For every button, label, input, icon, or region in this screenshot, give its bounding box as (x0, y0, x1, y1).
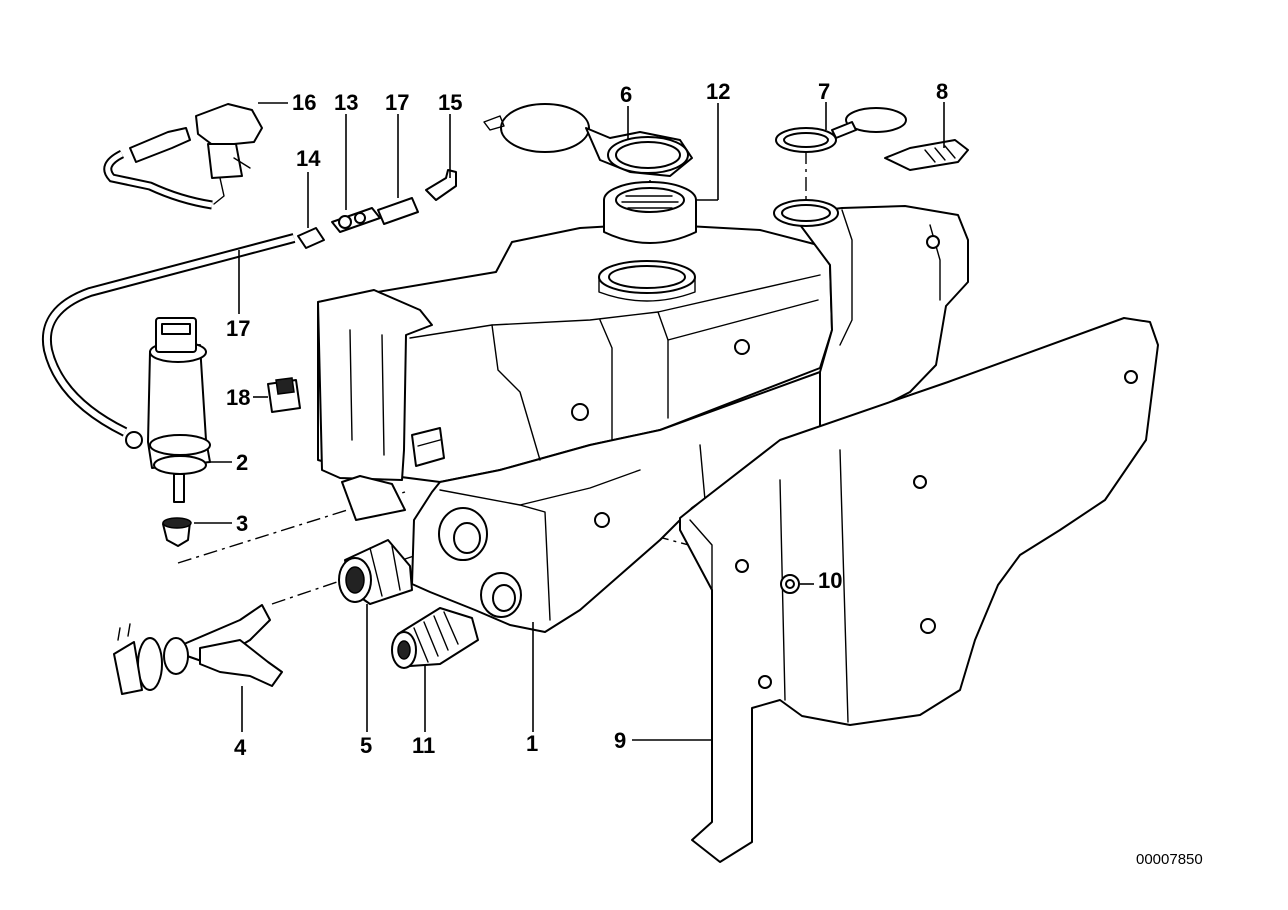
washer-nozzle (103, 103, 263, 210)
clip (267, 377, 301, 413)
callout-1: 1 (526, 731, 538, 756)
leader-lines (194, 102, 945, 741)
level-sensor (113, 604, 283, 695)
callout-4: 4 (234, 735, 247, 760)
callout-15: 15 (438, 90, 462, 115)
hose (41, 233, 296, 437)
callout-10: 10 (818, 568, 842, 593)
callout-6: 6 (620, 82, 632, 107)
callout-18: 18 (226, 385, 250, 410)
callout-14: 14 (296, 146, 321, 171)
callout-7: 7 (818, 79, 830, 104)
callout-5: 5 (360, 733, 372, 758)
washer-reservoir (317, 205, 969, 633)
tank-cap (884, 139, 969, 171)
grommet (162, 517, 192, 547)
sensor-grommet (391, 607, 479, 669)
callout-8: 8 (936, 79, 948, 104)
filler-cap-strap (483, 103, 693, 177)
callout-9: 9 (614, 728, 626, 753)
callout-16: 16 (292, 90, 316, 115)
callout-11: 11 (412, 733, 435, 758)
callout-17-bottom: 17 (226, 316, 250, 341)
callout-2: 2 (236, 450, 248, 475)
callout-3: 3 (236, 511, 248, 536)
callout-13: 13 (334, 90, 358, 115)
callout-17-top: 17 (385, 90, 409, 115)
callout-labels: 16 13 17 15 14 17 18 2 3 4 5 11 1 9 6 12… (226, 79, 948, 760)
washer-pump (125, 317, 211, 503)
filler-cap (598, 181, 697, 302)
document-number: 00007850 (1136, 851, 1203, 868)
mounting-bracket (679, 317, 1159, 863)
callout-12: 12 (706, 79, 730, 104)
seal-ring (773, 107, 907, 227)
outlet-grommet (338, 539, 413, 605)
nut (780, 574, 800, 594)
hose-connectors (297, 169, 457, 249)
